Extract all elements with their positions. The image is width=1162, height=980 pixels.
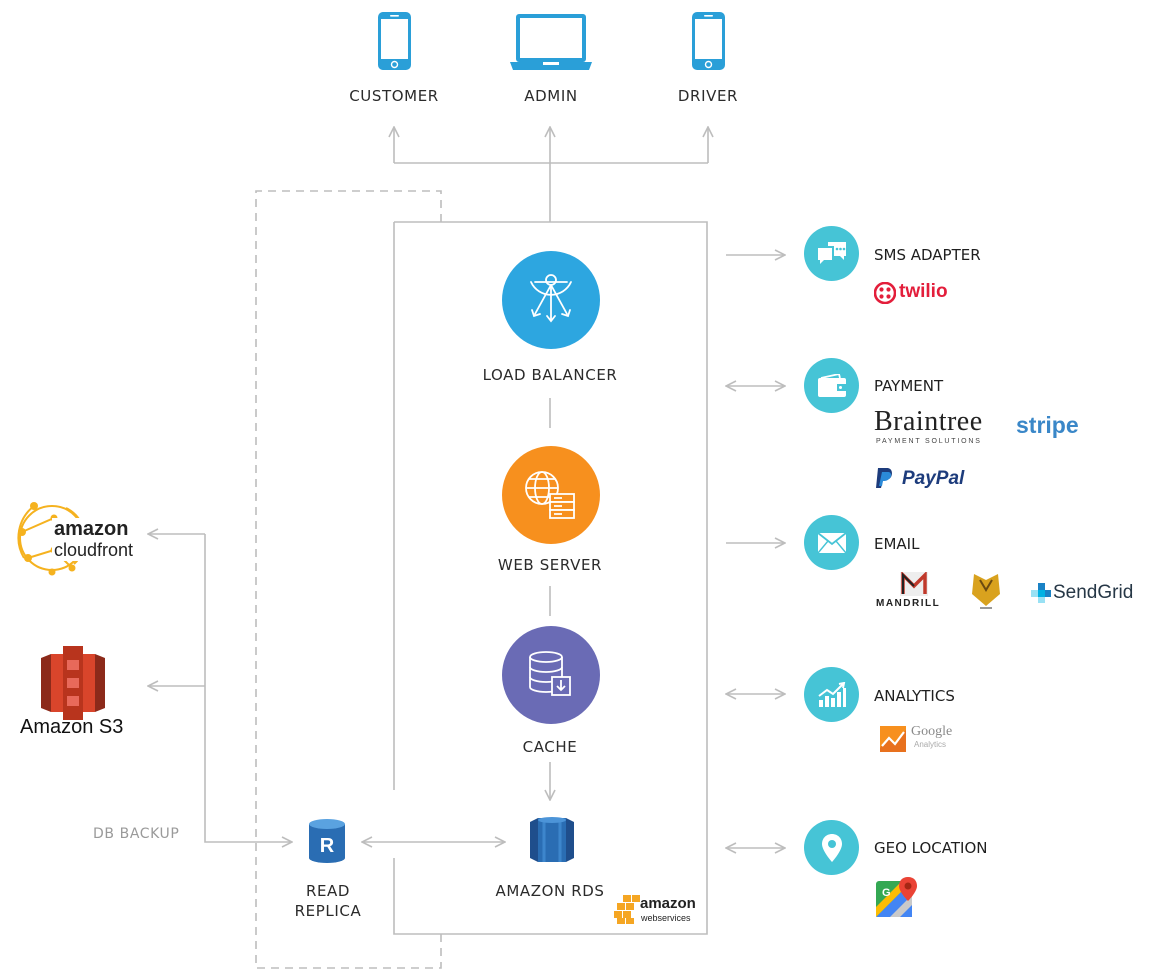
twilio-text: twilio (899, 281, 948, 302)
braintree-logo: Braintree PAYMENT SOLUTIONS (874, 406, 994, 448)
email-title: EMAIL (874, 535, 920, 553)
read-replica-icon: R (309, 819, 345, 868)
payment-icon (804, 358, 859, 413)
google-analytics-mark-icon (880, 726, 906, 752)
customer-phone-icon (378, 12, 411, 75)
geo-location-icon (804, 820, 859, 875)
read-replica-label-line1: READ (305, 882, 351, 900)
google-analytics-subtext: Analytics (914, 740, 947, 749)
google-analytics-text: Google (911, 724, 953, 739)
google-analytics-logo: Google Analytics (880, 724, 970, 754)
core-container (393, 221, 708, 935)
stripe-logo: stripe (1016, 412, 1079, 438)
svg-text:G: G (882, 887, 891, 899)
amazon-s3-label: Amazon S3 (20, 716, 124, 738)
mandrill-mark-icon (900, 572, 928, 596)
analytics-icon (804, 667, 859, 722)
sendgrid-mark-icon (1031, 583, 1051, 603)
load-balancer-icon (502, 251, 600, 349)
web-server-icon (502, 446, 600, 544)
cache-icon (502, 626, 600, 724)
cloudfront-logo: amazon cloudfront (14, 498, 144, 578)
load-balancer-label: LOAD BALANCER (482, 366, 618, 384)
paypal-text: PayPal (902, 468, 965, 489)
analytics-title: ANALYTICS (874, 687, 955, 705)
sms-adapter-title: SMS ADAPTER (874, 246, 981, 264)
google-maps-logo-icon: G (876, 877, 918, 924)
mandrill-text: MANDRILL (876, 598, 941, 609)
read-replica-label-line2: REPLICA (294, 902, 362, 920)
amazon-s3-icon (41, 646, 105, 725)
driver-label: DRIVER (677, 87, 739, 105)
customer-label: CUSTOMER (349, 87, 439, 105)
sms-adapter-icon (804, 226, 859, 281)
replica-dashed-box (255, 190, 442, 969)
email-icon (804, 515, 859, 570)
db-backup-label: DB BACKUP (93, 826, 180, 842)
aws-logo-subtext: webservices (641, 913, 691, 923)
amazon-rds-icon (530, 816, 574, 869)
sendgrid-text: SendGrid (1053, 582, 1134, 603)
cloudfront-text-cloudfront: cloudfront (52, 540, 136, 561)
driver-phone-icon (692, 12, 725, 75)
mandrill-logo: MANDRILL (876, 572, 956, 610)
aws-cubes-icon (614, 895, 640, 924)
braintree-subtext: PAYMENT SOLUTIONS (876, 438, 982, 445)
geo-location-title: GEO LOCATION (874, 839, 988, 857)
amazon-rds-label: AMAZON RDS (495, 882, 605, 900)
paypal-mark-icon (876, 468, 892, 488)
braintree-text: Braintree (874, 406, 983, 437)
svg-text:R: R (320, 835, 335, 857)
line-storage-trunk (204, 534, 292, 842)
web-server-label: WEB SERVER (497, 556, 603, 574)
aws-logo: amazon webservices (614, 893, 706, 927)
mailchimp-logo-icon (970, 572, 1002, 615)
admin-label: ADMIN (524, 87, 578, 105)
aws-logo-text: amazon (640, 895, 696, 912)
payment-title: PAYMENT (874, 377, 944, 395)
twilio-mark-icon (874, 282, 896, 304)
cache-label: CACHE (522, 738, 578, 756)
admin-laptop-icon (510, 14, 592, 75)
cloudfront-text-amazon: amazon (52, 518, 131, 541)
